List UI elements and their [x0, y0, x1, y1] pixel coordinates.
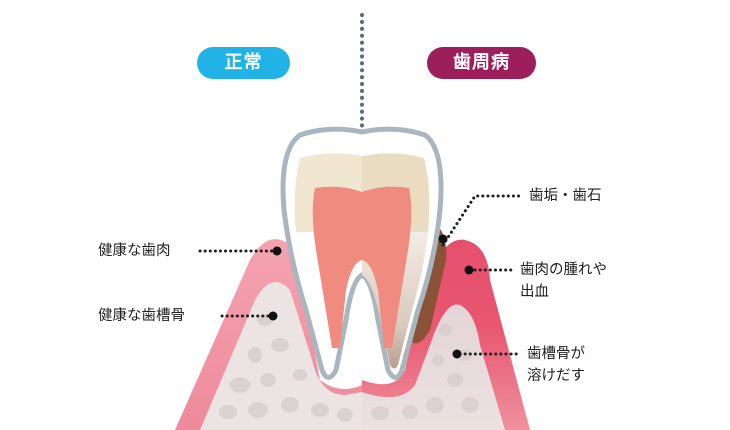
label-healthy-bone: 健康な歯槽骨: [98, 308, 185, 324]
label-healthy-gum: 健康な歯肉: [98, 243, 171, 259]
label-gum-swelling-line2: 出血: [520, 284, 549, 300]
label-bone-melting-line2: 溶けだす: [527, 368, 585, 384]
label-gum-swelling-line1: 歯肉の腫れや: [520, 262, 607, 278]
bone-cells: [219, 314, 479, 422]
tooth-pulp: [312, 186, 412, 348]
normal-badge: 正常: [197, 47, 290, 79]
label-bone-melting-line1: 歯槽骨が: [527, 346, 585, 362]
periodontal-disease-badge: 歯周病: [427, 47, 536, 79]
normal-side: [175, 239, 362, 430]
label-plaque-tartar: 歯垢・歯石: [529, 188, 602, 204]
